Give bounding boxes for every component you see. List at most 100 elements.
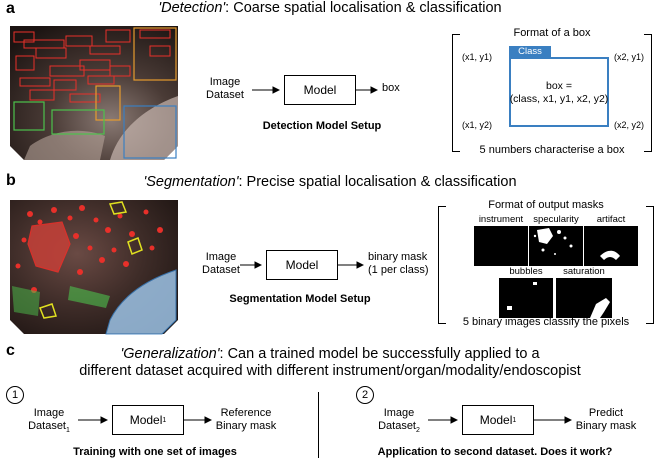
c-left-caption: Training with one set of images: [73, 446, 237, 458]
b-input-line1: Image: [205, 251, 237, 263]
a-format-footer-text: 5 numbers characterise a box: [475, 144, 629, 156]
b-output-line2: (1 per class): [368, 264, 429, 276]
c-left-output-label: Reference Binary mask: [206, 407, 286, 433]
section-c-letter: c: [6, 342, 15, 359]
c-right-input-line2-text: Dataset: [378, 420, 416, 432]
a-format-title-text: Format of a box: [509, 27, 595, 39]
c-divider: [318, 392, 319, 458]
a-corner-bl: (x1, y2): [462, 120, 493, 130]
a-input-line1: Image: [209, 76, 241, 88]
mask-label-instrument: instrument: [478, 214, 524, 225]
section-a-letter: a: [6, 0, 15, 17]
segmentation-image-svg: [10, 200, 178, 335]
c-left-input-sub: 1: [66, 427, 70, 435]
section-b-title-italic: 'Segmentation': [143, 174, 239, 190]
a-input-label: Image Dataset: [200, 76, 250, 102]
c-right-model-text: Model: [479, 413, 513, 427]
a-input-line2: Dataset: [206, 89, 244, 101]
mask-instrument: [474, 226, 528, 266]
b-format-footer-text: 5 binary images classify the pixels: [458, 316, 634, 328]
b-model-box: Model: [266, 250, 338, 280]
a-bracket-tl: [452, 34, 460, 35]
c-left-model-text: Model: [129, 413, 163, 427]
a-box-line1: box =: [546, 80, 572, 92]
mask-label-specularity: specularity: [533, 214, 579, 225]
c-left-step-number: 1: [6, 386, 24, 404]
a-format-footer: 5 numbers characterise a box: [452, 144, 652, 156]
b-input-line2: Dataset: [202, 264, 240, 276]
b-bracket-tr: [646, 206, 654, 207]
section-c-title-rest: : Can a trained model be successfully ap…: [219, 346, 540, 362]
mask-specularity: [529, 226, 583, 266]
b-bracket-tl: [438, 206, 446, 207]
section-b-title: 'Segmentation': Precise spatial localisa…: [0, 174, 660, 190]
a-corner-br: (x2, y2): [614, 120, 645, 130]
c-left-input-label: Image Dataset1: [24, 407, 74, 437]
mask-artifact: [584, 226, 638, 266]
mask-label-bubbles: bubbles: [509, 266, 543, 277]
mask-label-saturation: saturation: [563, 266, 605, 277]
b-output-line1: binary mask: [368, 251, 428, 263]
b-format-bracket: [438, 206, 654, 324]
detection-image-svg: [10, 26, 178, 160]
a-corner-tr: (x2, y1): [614, 52, 645, 62]
c-left-input-line1: Image: [33, 407, 65, 419]
a-format-bracket: [452, 34, 652, 152]
b-format-title: Format of output masks: [438, 199, 654, 211]
b-output-label: binary mask (1 per class): [368, 251, 429, 277]
c-right-output-line1: Predict: [588, 407, 624, 419]
a-model-box: Model: [284, 75, 356, 105]
c-right-output-line2: Binary mask: [575, 420, 637, 432]
section-c-title-line1: 'Generalization': Can a trained model be…: [0, 346, 660, 363]
a-example-box: [509, 57, 609, 127]
section-a-title: 'Detection': Coarse spatial localisation…: [0, 0, 660, 16]
a-format-title: Format of a box: [452, 27, 652, 39]
c-left-model-sub: 1: [162, 416, 167, 424]
c-left-output-line1: Reference: [220, 407, 272, 419]
b-bracket-bl: [438, 323, 446, 324]
mask-label-artifact: artifact: [596, 214, 626, 225]
section-c-title: 'Generalization': Can a trained model be…: [0, 346, 660, 380]
section-c-title-italic: 'Generalization': [120, 346, 220, 362]
b-format-footer: 5 binary images classify the pixels: [438, 316, 654, 328]
c-right-model-sub: 1: [512, 416, 517, 424]
c-right-input-line2: Dataset2: [374, 420, 424, 437]
c-right-caption: Application to second dataset. Does it w…: [377, 446, 613, 458]
a-box-formula: box = (class, x1, y1, x2, y2): [509, 80, 609, 106]
detection-endoscopy-image: [10, 26, 178, 160]
c-right-step-number: 2: [356, 386, 374, 404]
a-corner-tl: (x1, y1): [462, 52, 493, 62]
a-class-tag: Class: [509, 46, 551, 58]
mask-saturation: [556, 278, 612, 318]
b-caption: Segmentation Model Setup: [229, 293, 371, 305]
c-right-output-label: Predict Binary mask: [566, 407, 646, 433]
artifact-mask-svg: [600, 250, 620, 260]
section-a-title-italic: 'Detection': [158, 0, 226, 16]
c-left-input-line2-text: Dataset: [28, 420, 66, 432]
b-input-label: Image Dataset: [196, 251, 246, 277]
mask-bubbles: [499, 278, 553, 318]
c-left-output-line2: Binary mask: [215, 420, 277, 432]
a-bracket-br: [644, 151, 652, 152]
section-a-title-rest: : Coarse spatial localisation & classifi…: [225, 0, 502, 16]
a-bracket-tr: [644, 34, 652, 35]
a-caption: Detection Model Setup: [262, 120, 382, 132]
section-b-title-rest: : Precise spatial localisation & classif…: [238, 174, 517, 190]
b-format-title-text: Format of output masks: [484, 199, 608, 211]
section-b-letter: b: [6, 172, 16, 189]
bubbles-mask-svg: [507, 282, 537, 310]
c-left-input-line2: Dataset1: [24, 420, 74, 437]
c-right-input-label: Image Dataset2: [374, 407, 424, 437]
segmentation-endoscopy-image: [10, 200, 178, 335]
specularity-mask-svg: [533, 228, 573, 255]
section-c-title-line2: different dataset acquired with differen…: [79, 363, 581, 379]
b-bracket-br: [646, 323, 654, 324]
a-box-line2: (class, x1, y1, x2, y2): [509, 93, 609, 105]
c-right-input-sub: 2: [416, 427, 420, 435]
c-right-input-line1: Image: [383, 407, 415, 419]
saturation-mask-svg: [590, 298, 610, 318]
a-bracket-bl: [452, 151, 460, 152]
a-output-label: box: [382, 82, 400, 94]
